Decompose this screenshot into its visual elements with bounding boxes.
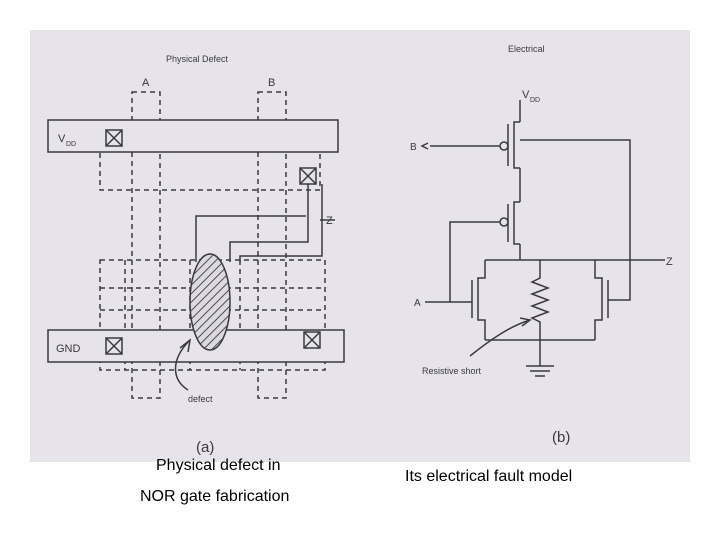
schematic-vdd-label: V: [522, 89, 530, 101]
defect-arrowhead: [179, 338, 192, 353]
pmos-b: [430, 121, 520, 169]
nmos-a: [425, 260, 486, 340]
physical-title: Physical Defect: [166, 54, 229, 64]
input-b-arrow: [420, 142, 429, 150]
circuit-figure: Electrical Physical Defect A B V DD GND …: [30, 30, 690, 462]
circuit-diagram: Electrical Physical Defect A B V DD GND …: [30, 30, 690, 462]
panel-a-label: (a): [196, 439, 214, 456]
caption-right: Its electrical fault model: [405, 468, 573, 485]
nmos-b: [594, 260, 631, 340]
defect-blob: [189, 253, 231, 351]
short-arrow: [469, 319, 531, 357]
caption-left-line2: NOR gate fabrication: [140, 488, 290, 505]
caption-left-line1: Physical defect in: [156, 457, 281, 474]
nmos-b-gate-wire: [608, 260, 631, 301]
schematic-input-a-label: A: [414, 298, 421, 309]
electrical-title: Electrical: [508, 44, 545, 54]
ground-symbol: [526, 340, 554, 377]
poly-a-label: A: [142, 77, 150, 89]
defect-label: defect: [188, 394, 213, 404]
schematic-output-z-label: Z: [666, 256, 673, 268]
vdd-label: V: [58, 133, 66, 145]
resistive-short-label: Resistive short: [422, 366, 482, 376]
vdd-rail: [47, 119, 339, 153]
defect-arrow: [174, 339, 191, 391]
poly-b-label: B: [268, 77, 275, 89]
electrical-labels: Electrical V DD B A Z Resistive short (b…: [410, 44, 673, 446]
schematic-input-b-label: B: [410, 142, 417, 153]
short-arrowhead: [519, 317, 532, 327]
gnd-label: GND: [56, 343, 81, 355]
paper-background: [30, 30, 690, 462]
physical-labels: Electrical Physical Defect A B V DD GND …: [56, 54, 333, 456]
resistive-short: [529, 260, 551, 340]
schematic-vdd-subscript: DD: [530, 97, 540, 104]
poly-a: [131, 91, 161, 399]
metal-output-branch: [195, 215, 306, 262]
panel-b-label: (b): [552, 429, 570, 446]
input-a-upper-wire: [449, 221, 500, 302]
output-z-label: Z: [326, 215, 333, 227]
pmos-a: [449, 201, 520, 302]
physical-layout: [47, 91, 345, 399]
metal-output-outer: [229, 184, 309, 262]
pmos-b-feedback-wire: [520, 139, 631, 260]
gnd-rail: [47, 329, 345, 363]
vdd-subscript: DD: [66, 141, 76, 148]
electrical-schematic: [420, 100, 665, 377]
poly-b: [257, 91, 287, 399]
